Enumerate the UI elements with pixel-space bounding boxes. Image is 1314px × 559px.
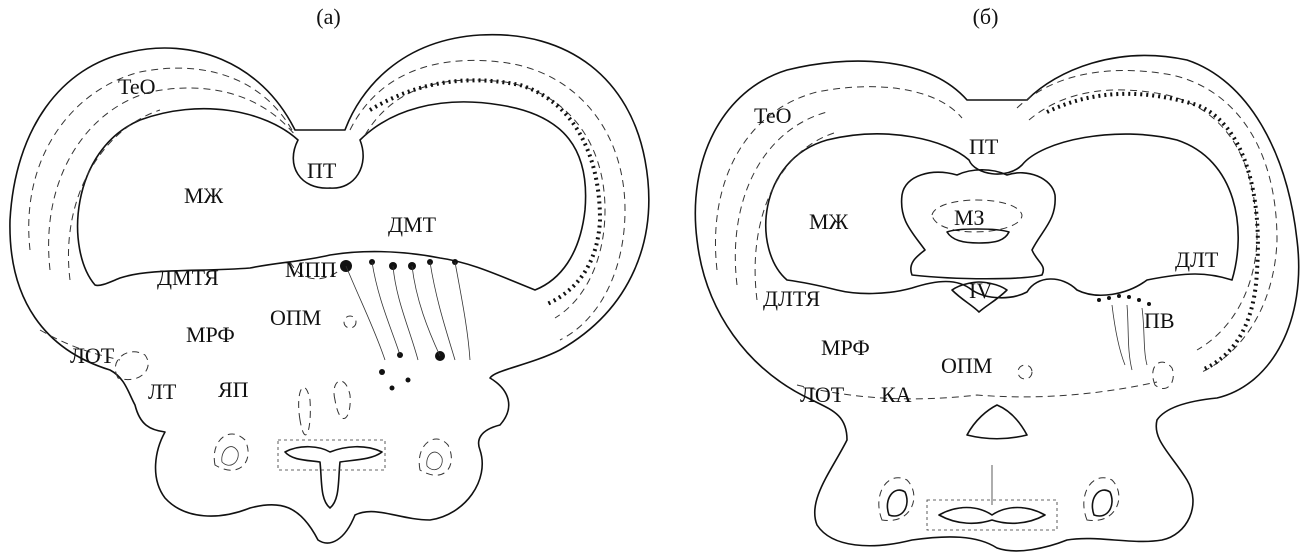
neuron-fibers-a: [346, 262, 470, 360]
label-lt-a: ЛТ: [148, 379, 177, 404]
panel-b: (б): [657, 0, 1314, 559]
nucleus-opm-a: [344, 316, 356, 328]
floor-structure-a: [285, 447, 382, 508]
median-structure-a: [299, 387, 311, 434]
nucleus-lateral-b: [1153, 362, 1174, 388]
label-pv-b: ПВ: [1144, 308, 1175, 333]
label-yap-a: ЯП: [218, 377, 249, 402]
label-pt-a: ПТ: [307, 158, 337, 183]
stippled-cell-layer-a: [370, 80, 600, 305]
lateral-oval-left-inner-a: [222, 447, 238, 466]
pv-cell-cluster-b: [1097, 294, 1151, 370]
tectum-layer-b1: [715, 87, 962, 270]
label-mpp-a: МПП: [285, 257, 336, 282]
raphe-structure-a: [334, 381, 350, 418]
brain-section-diagram-a: TeO ПТ МЖ ДМТ ДМТЯ МПП ОПМ МРФ ЛОТ ЛТ ЯП: [0, 0, 657, 559]
label-teo-a: TeO: [118, 74, 156, 99]
floor-box-a: [278, 440, 385, 470]
floor-structure-b: [939, 508, 1045, 524]
label-teo-b: TeO: [754, 103, 792, 128]
label-dlt-b: ДЛТ: [1175, 247, 1219, 272]
tectum-layer-b5: [1029, 90, 1257, 350]
neuron-somata-a: [340, 259, 458, 391]
basal-dashed-line-b: [797, 382, 1157, 399]
label-opm-a: ОПМ: [270, 305, 321, 330]
label-mrf-b: МРФ: [821, 335, 870, 360]
lateral-oval-left-inner-b: [887, 490, 907, 516]
label-ka-b: КА: [881, 382, 912, 407]
lateral-oval-right-b: [1084, 478, 1119, 521]
brain-section-diagram-b: TeO ПТ МЖ МЗ ДЛТ IV ДЛТЯ ПВ МРФ ОПМ ЛОТ …: [657, 0, 1314, 559]
section-outline-a: [10, 35, 649, 543]
label-mzh-b: МЖ: [809, 209, 849, 234]
label-lot-a: ЛОТ: [70, 343, 115, 368]
label-mz-b: МЗ: [954, 205, 985, 230]
label-iv-b: IV: [969, 278, 992, 303]
lateral-oval-right-inner-b: [1092, 490, 1112, 516]
mz-channel-b: [947, 229, 1009, 243]
label-mrf-a: МРФ: [186, 322, 235, 347]
tectum-layer-b2: [735, 112, 827, 285]
lateral-oval-right-inner-a: [427, 452, 442, 470]
tectum-layer-a5: [350, 60, 625, 340]
label-mzh-a: МЖ: [184, 183, 224, 208]
tectum-layer-a6: [365, 80, 605, 318]
tectum-layer-a1: [29, 68, 292, 250]
label-dltya-b: ДЛТЯ: [763, 286, 821, 311]
lateral-oval-left-b: [879, 478, 914, 521]
label-lot-b: ЛОТ: [800, 382, 845, 407]
label-opm-b: ОПМ: [941, 353, 992, 378]
panel-a: (а): [0, 0, 657, 559]
label-pt-b: ПТ: [969, 134, 999, 159]
label-dmtya-a: ДМТЯ: [157, 265, 219, 290]
nucleus-opm-b: [1018, 365, 1032, 379]
nucleus-lot-a: [115, 352, 148, 380]
central-triangle-b: [967, 405, 1027, 439]
label-dmt-a: ДМТ: [388, 212, 437, 237]
